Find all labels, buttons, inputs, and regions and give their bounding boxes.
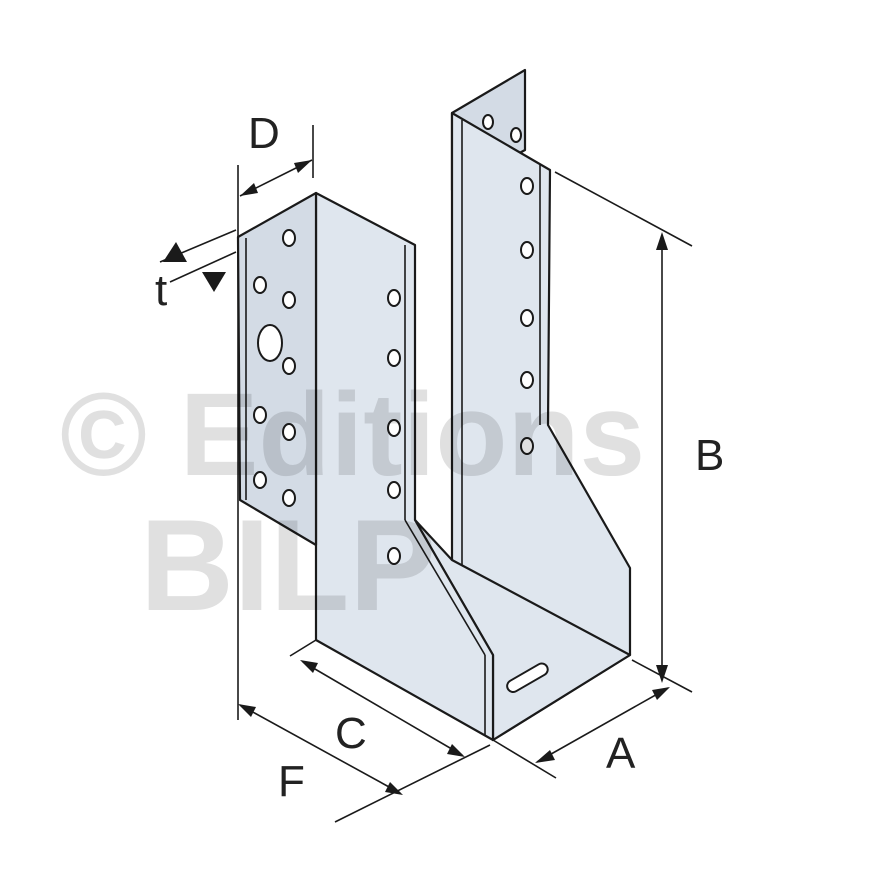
dimension-label-f: F — [278, 757, 305, 806]
watermark: © Editions BILP — [60, 369, 645, 638]
watermark-line2: BILP — [140, 492, 436, 638]
base-slot — [506, 662, 549, 693]
dimension-label-d: D — [248, 109, 280, 158]
dimension-label-c: C — [335, 709, 367, 758]
hanger — [236, 68, 632, 742]
dimension-label-t: t — [155, 266, 167, 315]
dimension-label-b: B — [695, 431, 724, 480]
watermark-line1: © Editions — [60, 369, 645, 501]
dimension-label-a: A — [606, 729, 636, 778]
holes — [253, 114, 534, 565]
dimension-lines — [159, 125, 693, 823]
